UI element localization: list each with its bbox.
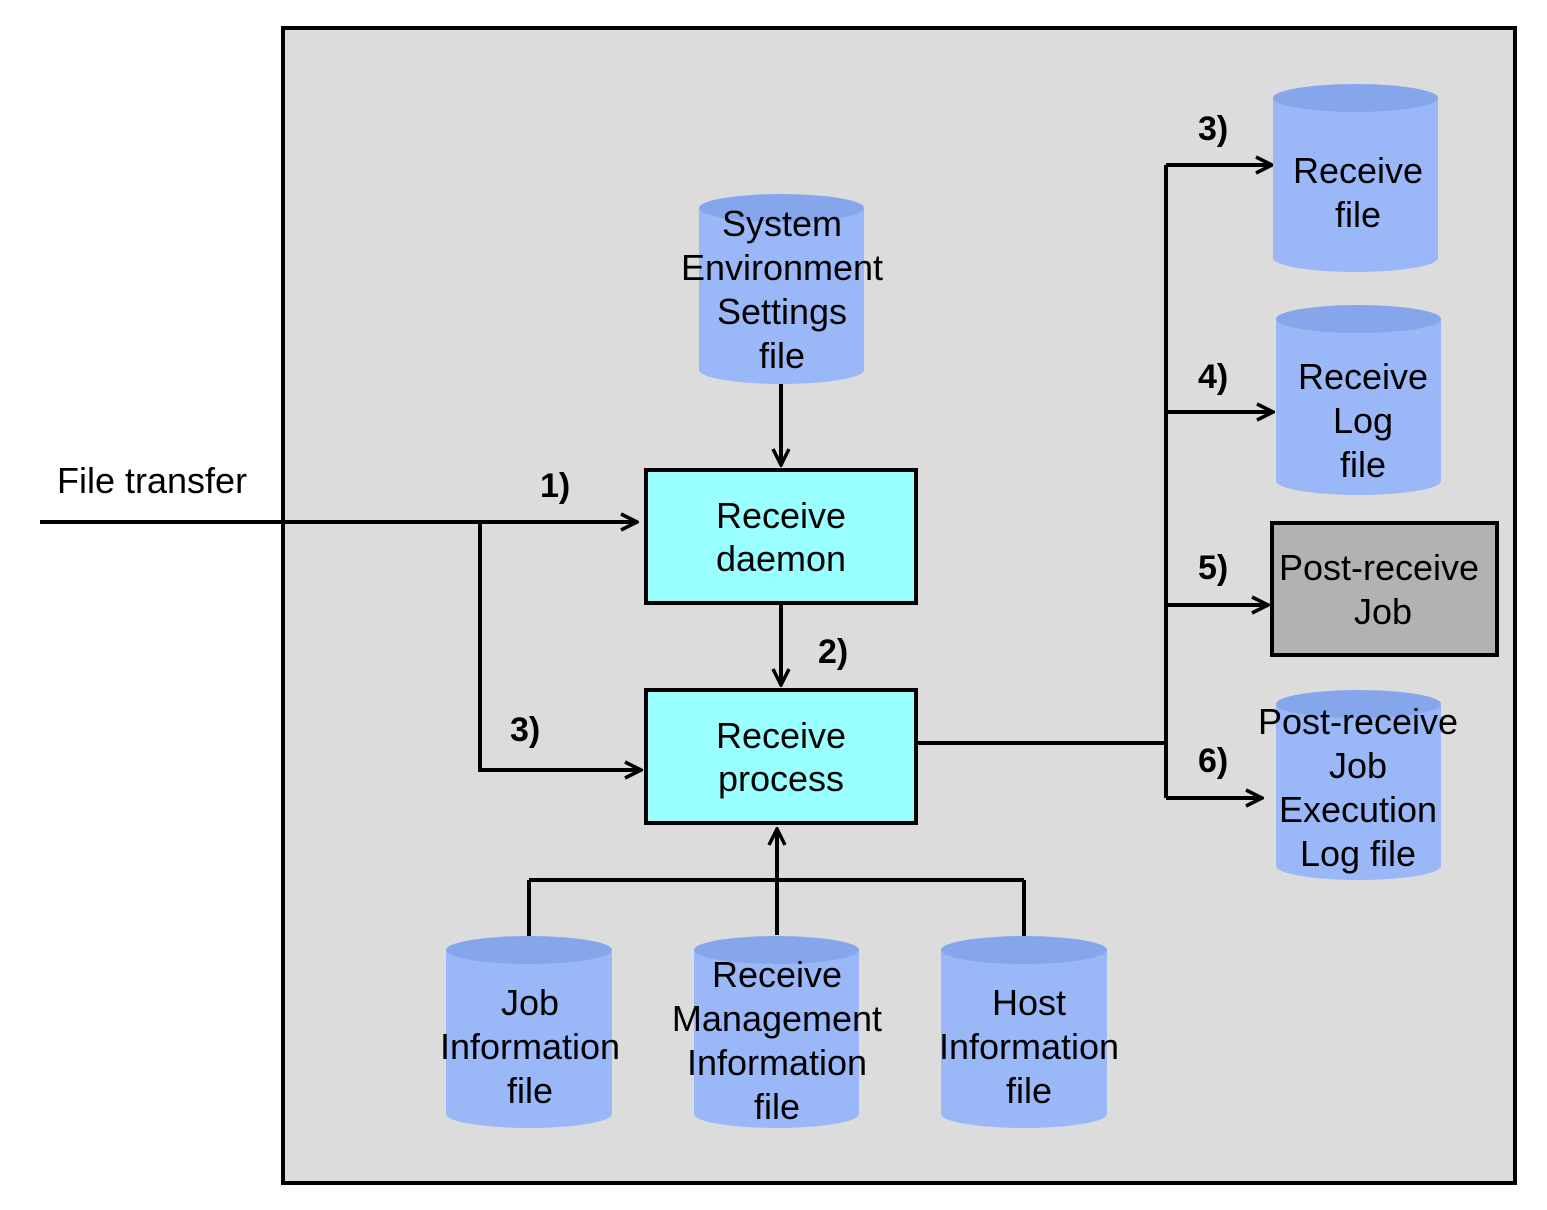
host-information-file-cylinder [941, 936, 1107, 1128]
receive-file-label-line-2: file [1335, 194, 1381, 235]
system-env-settings-file-label-line-2: Environment [681, 247, 883, 288]
receive-mgmt-info-file-cylinder [694, 936, 859, 1129]
host-information-file-label-line-2: Information [939, 1026, 1119, 1067]
receive-mgmt-info-file-cylinder-top [694, 936, 859, 964]
host-information-file-label-line-1: Host [992, 982, 1066, 1023]
post-receive-job-line-1: Post-receive [1279, 547, 1479, 588]
system-env-settings-file-cylinder-top [699, 194, 864, 222]
host-information-file-cylinder-body [941, 950, 1107, 1128]
receive-mgmt-info-file-label-line-4: file [754, 1086, 800, 1127]
post-receive-job-line-2: Job [1354, 591, 1412, 632]
connectors [40, 165, 1273, 937]
system-env-settings-file-label-line-3: Settings [717, 291, 847, 332]
receive-file-label-line-1: Receive [1293, 150, 1423, 191]
post-receive-exec-log-file-label-line-1: Post-receive [1258, 701, 1458, 742]
system-env-settings-file-cylinder-body [698, 208, 864, 384]
post-receive-exec-log-file-label-line-4: Log file [1300, 833, 1416, 874]
step-1-label: 1) [540, 467, 570, 505]
job-information-file-cylinder [446, 936, 612, 1128]
step-3-right-label: 3) [1198, 110, 1228, 148]
step-2-label: 2) [818, 633, 848, 671]
receive-log-file-cylinder [1276, 305, 1441, 495]
receive-log-file-label-line-2: Log [1333, 400, 1393, 441]
receive-mgmt-info-file-cylinder-body [694, 950, 859, 1129]
post-receive-job-box [1270, 521, 1499, 657]
step-5-label: 5) [1198, 549, 1228, 587]
job-information-file-label-line-2: Information [440, 1026, 620, 1067]
branch-to-process-line [478, 522, 641, 770]
receive-mgmt-info-file-label-line-1: Receive [712, 954, 842, 995]
receive-process-line-1: Receive [716, 715, 846, 756]
receive-file-cylinder-body [1273, 98, 1438, 272]
receive-process-box [644, 688, 918, 825]
receive-process-label: Receive process [716, 715, 846, 799]
job-information-file-cylinder-top [446, 936, 612, 964]
step-3-left-label: 3) [510, 711, 540, 749]
post-receive-exec-log-file-label-line-2: Job [1329, 745, 1387, 786]
post-receive-exec-log-file-cylinder-top [1276, 690, 1441, 718]
receive-daemon-line-2: daemon [716, 538, 846, 579]
receive-mgmt-info-file-label-line-3: Information [687, 1042, 867, 1083]
post-receive-exec-log-file-label-line-3: Execution [1279, 789, 1437, 830]
system-env-settings-file-label-line-1: System [722, 203, 842, 244]
receive-log-file-label-line-1: Receive [1298, 356, 1428, 397]
job-information-file-cylinder-body [446, 950, 612, 1128]
system-env-settings-file-label-line-4: file [759, 335, 805, 376]
system-env-settings-file-cylinder [698, 194, 864, 384]
receive-log-file-cylinder-body [1276, 319, 1441, 495]
receive-log-file-cylinder-top [1276, 305, 1441, 333]
host-information-file-label-line-3: file [1006, 1070, 1052, 1111]
receive-daemon-label: Receive daemon [716, 495, 846, 579]
receive-process-line-2: process [718, 758, 844, 799]
step-4-label: 4) [1198, 358, 1228, 396]
file-transfer-label: File transfer [57, 460, 247, 501]
job-information-file-label-line-1: Job [501, 982, 559, 1023]
host-information-file-cylinder-top [941, 936, 1107, 964]
receive-log-file-label-line-3: file [1340, 444, 1386, 485]
receive-mgmt-info-file-label-line-2: Management [672, 998, 882, 1039]
post-receive-job-label: Post-receive Job [1279, 547, 1479, 632]
receive-file-cylinder-top [1273, 84, 1438, 112]
receive-daemon-line-1: Receive [716, 495, 846, 536]
post-receive-exec-log-file-cylinder-body [1276, 704, 1441, 880]
job-information-file-label-line-3: file [507, 1070, 553, 1111]
step-6-label: 6) [1198, 742, 1228, 780]
post-receive-exec-log-file-cylinder [1276, 690, 1441, 880]
receive-daemon-box [644, 468, 918, 605]
receive-file-cylinder [1273, 84, 1438, 272]
